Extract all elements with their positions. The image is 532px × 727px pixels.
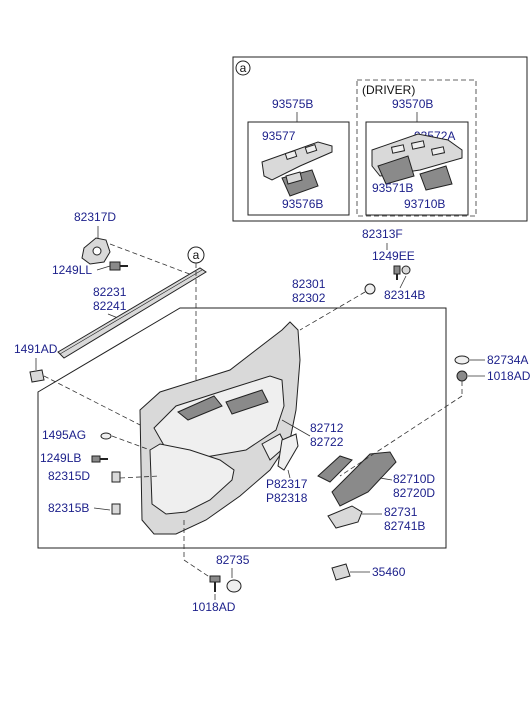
label-1249EE: 1249EE	[372, 249, 415, 263]
label-82314B: 82314B	[384, 288, 425, 302]
label-93577: 93577	[262, 129, 296, 143]
label-82722: 82722	[310, 435, 344, 449]
door-handle-bracket-82317D	[81, 237, 111, 265]
clip-82315D	[111, 471, 121, 483]
label-82710D: 82710D	[393, 472, 435, 486]
weatherstrip-82231-82241	[57, 267, 207, 359]
label-93710B: 93710B	[404, 197, 445, 211]
label-P82318: P82318	[266, 491, 308, 505]
label-82231: 82231	[93, 285, 127, 299]
label-93571B: 93571B	[372, 181, 413, 195]
clip-82314B	[401, 265, 411, 275]
inset-ref-letter: a	[240, 61, 247, 75]
label-35460: 35460	[372, 565, 406, 579]
bracket-82731	[327, 505, 363, 529]
inset-frame	[232, 56, 528, 222]
screw-1018AD-bottom	[209, 575, 221, 592]
label-82315D: 82315D	[48, 469, 90, 483]
right-switch-box	[365, 121, 469, 216]
grommet-82313F	[364, 283, 376, 295]
label-1018AD-right: 1018AD	[487, 369, 531, 383]
window-switch-passenger	[281, 169, 319, 197]
label-93576B: 93576B	[282, 197, 323, 211]
label-82735: 82735	[216, 553, 250, 567]
label-82741B: 82741B	[384, 519, 425, 533]
grommet-1495AG	[100, 432, 112, 440]
cap-82734A	[454, 355, 470, 365]
label-82712: 82712	[310, 421, 344, 435]
label-82731: 82731	[384, 505, 418, 519]
label-1249LL: 1249LL	[52, 263, 92, 277]
label-82302: 82302	[292, 291, 326, 305]
screw-1249EE	[393, 265, 401, 280]
label-93570B: 93570B	[392, 97, 433, 111]
label-P82317: P82317	[266, 477, 308, 491]
driver-label: (DRIVER)	[362, 83, 415, 97]
clip-82315B	[111, 503, 121, 515]
inset-ref-circle	[235, 60, 251, 76]
label-82313F: 82313F	[362, 227, 403, 241]
label-93575B: 93575B	[272, 97, 313, 111]
label-82241: 82241	[93, 299, 127, 313]
window-switch-driver	[377, 155, 453, 191]
label-1249LB: 1249LB	[40, 451, 81, 465]
window-switch-bezel-passenger	[261, 141, 333, 181]
left-switch-box	[247, 121, 350, 216]
door-panel-frame	[37, 307, 447, 549]
screw-1249LL	[109, 261, 128, 271]
pad-35460	[331, 563, 351, 581]
label-1491AD: 1491AD	[14, 342, 58, 356]
callout-ref-letter: a	[193, 248, 200, 262]
inset-switch-detail: a (DRIVER) 93575B 93577 93576B 93570B 93…	[232, 56, 528, 222]
label-1495AG: 1495AG	[42, 428, 86, 442]
screw-1018AD-right	[456, 370, 468, 382]
label-82301: 82301	[292, 277, 326, 291]
label-82315B: 82315B	[48, 501, 89, 515]
cap-82735	[226, 579, 242, 593]
driver-dashed-box	[356, 79, 477, 217]
armrest-82710D	[317, 451, 397, 507]
label-82317D: 82317D	[74, 210, 116, 224]
screw-1249LB	[91, 455, 108, 463]
clip-1491AD	[29, 369, 45, 383]
pull-handle-insert-P82317	[277, 433, 299, 471]
label-82720D: 82720D	[393, 486, 435, 500]
label-82734A: 82734A	[487, 353, 528, 367]
label-1018AD-bottom: 1018AD	[192, 600, 236, 614]
